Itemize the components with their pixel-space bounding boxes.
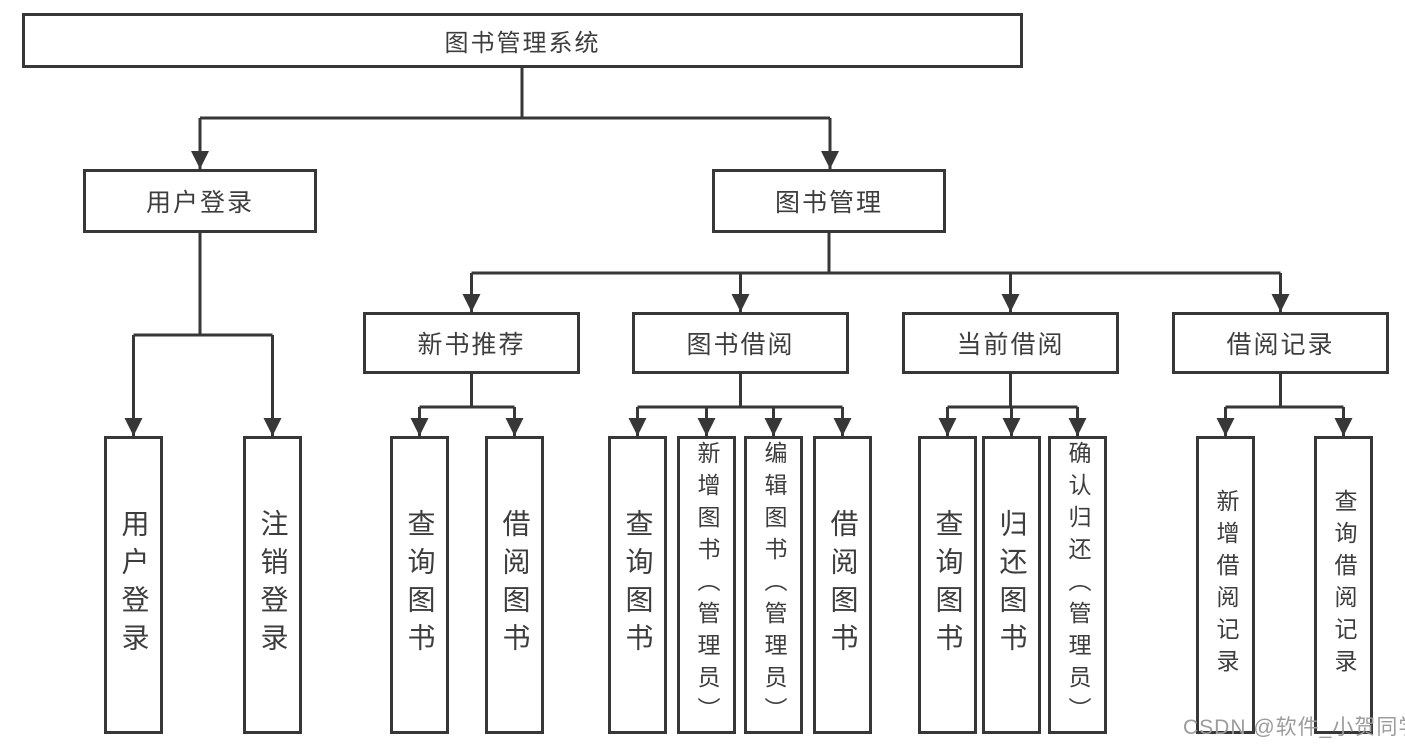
leaf-user-login: 用户登录	[104, 436, 163, 734]
leaf-return-books-label: 归还图书	[996, 509, 1028, 661]
leaf-user-login-label: 用户登录	[118, 509, 150, 661]
leaf-query-books-borrowing-label: 查询图书	[622, 509, 654, 661]
leaf-confirm-return-admin: 确认归还（管理员）	[1048, 436, 1107, 734]
node-book-borrowing: 图书借阅	[632, 312, 849, 374]
watermark: CSDN @软件_小贺同学	[1183, 716, 1405, 739]
leaf-borrow-books-label: 借阅图书	[827, 509, 859, 661]
leaf-borrow-books: 借阅图书	[813, 436, 872, 734]
leaf-logout: 注销登录	[243, 436, 302, 734]
node-root: 图书管理系统	[22, 13, 1023, 68]
leaf-query-books-current-label: 查询图书	[932, 509, 964, 661]
leaf-query-borrow-record-label: 查询借阅记录	[1331, 489, 1357, 681]
node-user-login: 用户登录	[83, 169, 317, 233]
leaf-add-borrow-record-label: 新增借阅记录	[1213, 489, 1239, 681]
leaf-add-book-admin-label: 新增图书（管理员）	[694, 441, 720, 729]
leaf-borrow-books-recommend-label: 借阅图书	[499, 509, 531, 661]
leaf-query-books-current: 查询图书	[918, 436, 977, 734]
leaf-borrow-books-recommend: 借阅图书	[485, 436, 544, 734]
node-book-management: 图书管理	[712, 169, 946, 233]
node-borrowing-records: 借阅记录	[1172, 312, 1389, 374]
leaf-query-borrow-record: 查询借阅记录	[1314, 436, 1373, 734]
leaf-edit-book-admin: 编辑图书（管理员）	[744, 436, 803, 734]
node-new-book-recommend: 新书推荐	[363, 312, 580, 374]
leaf-query-books-recommend: 查询图书	[390, 436, 449, 734]
leaf-add-book-admin: 新增图书（管理员）	[677, 436, 736, 734]
leaf-add-borrow-record: 新增借阅记录	[1196, 436, 1255, 734]
node-current-borrowing: 当前借阅	[902, 312, 1119, 374]
leaf-edit-book-admin-label: 编辑图书（管理员）	[761, 441, 787, 729]
leaf-query-books-borrowing: 查询图书	[608, 436, 667, 734]
leaf-return-books: 归还图书	[982, 436, 1041, 734]
leaf-logout-label: 注销登录	[257, 509, 289, 661]
leaf-query-books-recommend-label: 查询图书	[404, 509, 436, 661]
leaf-confirm-return-admin-label: 确认归还（管理员）	[1065, 441, 1091, 729]
